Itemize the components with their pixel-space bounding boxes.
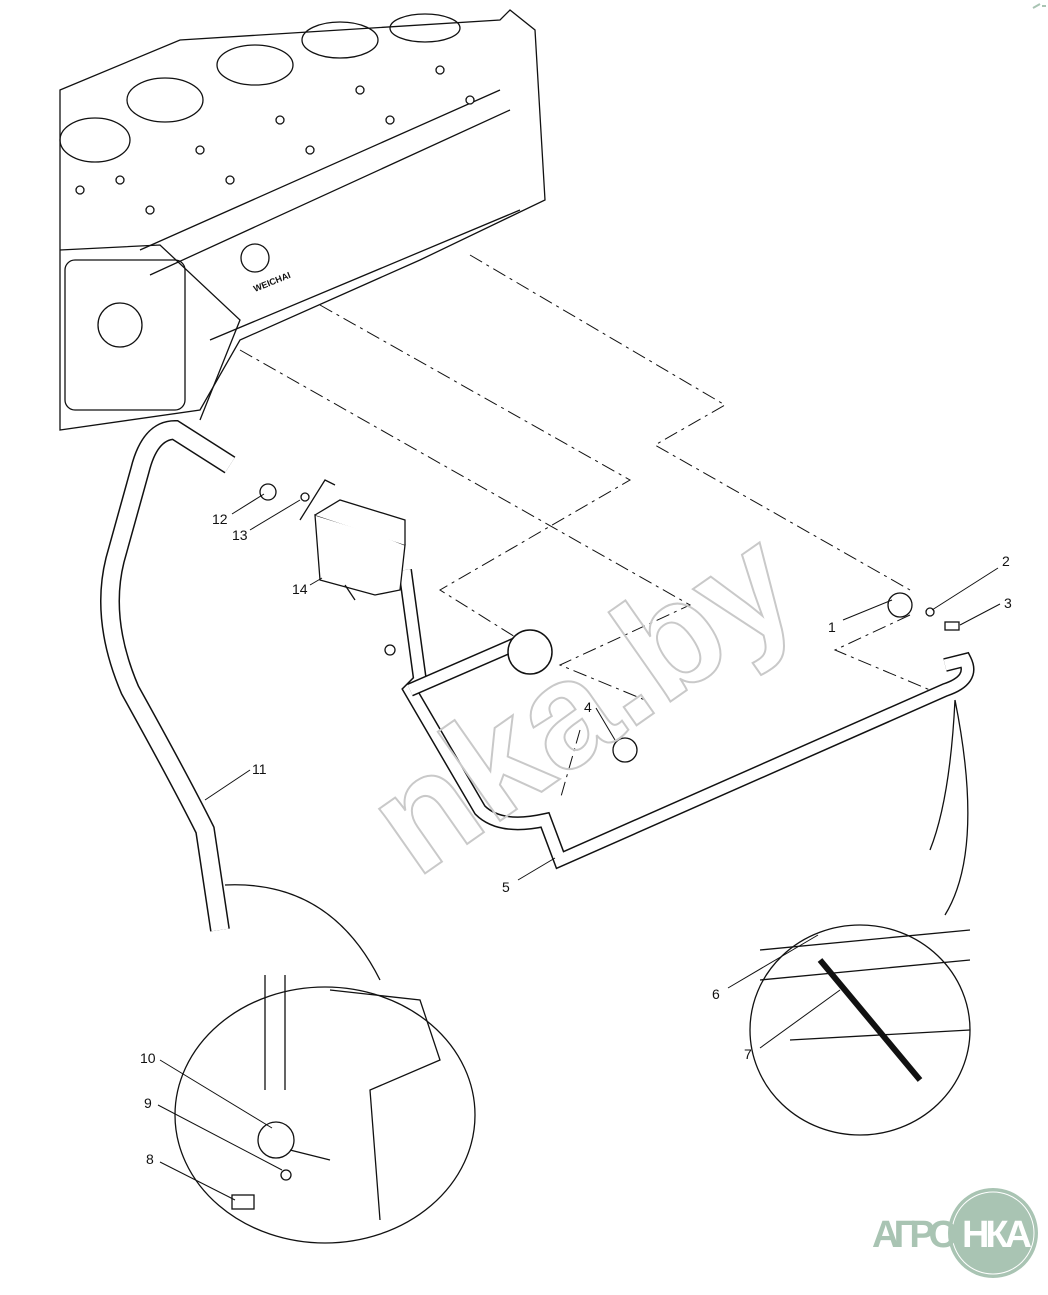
clamp-1 — [887, 592, 913, 618]
detail-view-left — [174, 986, 476, 1244]
oil-separator-14 — [299, 479, 406, 601]
washer-9 — [280, 1169, 292, 1181]
callout-5: 5 — [502, 879, 510, 895]
logo-text-left: АГРО — [872, 1214, 958, 1256]
assembly-leader-lines — [239, 254, 931, 801]
callout-14: 14 — [292, 581, 308, 597]
callout-4: 4 — [584, 699, 592, 715]
callout-1: 1 — [828, 619, 836, 635]
callout-7: 7 — [744, 1046, 752, 1062]
callout-6: 6 — [712, 986, 720, 1002]
bolt-3 — [944, 621, 960, 631]
callout-leaders — [157, 493, 1001, 1201]
callout-12: 12 — [212, 511, 228, 527]
clamp-4 — [612, 737, 638, 763]
clamp-10 — [257, 1121, 295, 1159]
agronka-logo: АГРО НКА — [872, 1188, 1038, 1278]
valve-fitting — [507, 629, 553, 675]
callout-8: 8 — [146, 1151, 154, 1167]
callout-9: 9 — [144, 1095, 152, 1111]
bolt-13 — [300, 492, 310, 502]
callout-2: 2 — [1002, 553, 1010, 569]
callout-11: 11 — [252, 761, 267, 777]
plug — [384, 644, 396, 656]
logo-text-right: НКА — [962, 1214, 1032, 1256]
detail-view-right — [749, 924, 971, 1136]
engine-block — [59, 9, 546, 431]
clamp-12 — [259, 483, 277, 501]
bolt-8 — [231, 1194, 255, 1210]
callout-3: 3 — [1004, 595, 1012, 611]
corner-mark — [1032, 3, 1046, 9]
callout-10: 10 — [140, 1050, 156, 1066]
callout-13: 13 — [232, 527, 248, 543]
